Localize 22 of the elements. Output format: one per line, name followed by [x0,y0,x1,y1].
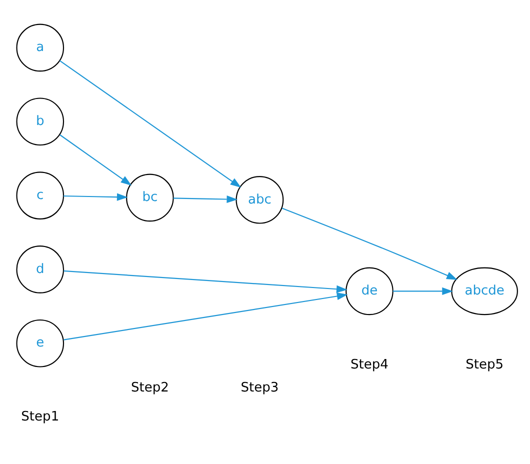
arrow [59,60,242,188]
arrow [60,134,132,186]
arrow [64,270,348,292]
arrow [173,194,238,203]
label: Step3 [240,380,279,395]
arrow [392,286,454,294]
node-circle: c [16,171,64,219]
node-circle: d [16,245,64,293]
node-circle: b [16,97,64,146]
label: Step4 [350,356,388,372]
arrow [282,207,458,280]
label: Step2 [130,380,169,395]
node-circle: abc [236,175,284,224]
node-circle: bc [126,173,174,222]
node-ellipse: abcde [451,266,518,315]
node-circle: e [16,318,64,367]
node-circle: a [16,23,64,72]
arrow [64,192,128,200]
label: Step1 [21,409,60,424]
arrow [64,292,348,340]
label: Step5 [466,356,504,372]
node-circle: de [346,266,394,315]
